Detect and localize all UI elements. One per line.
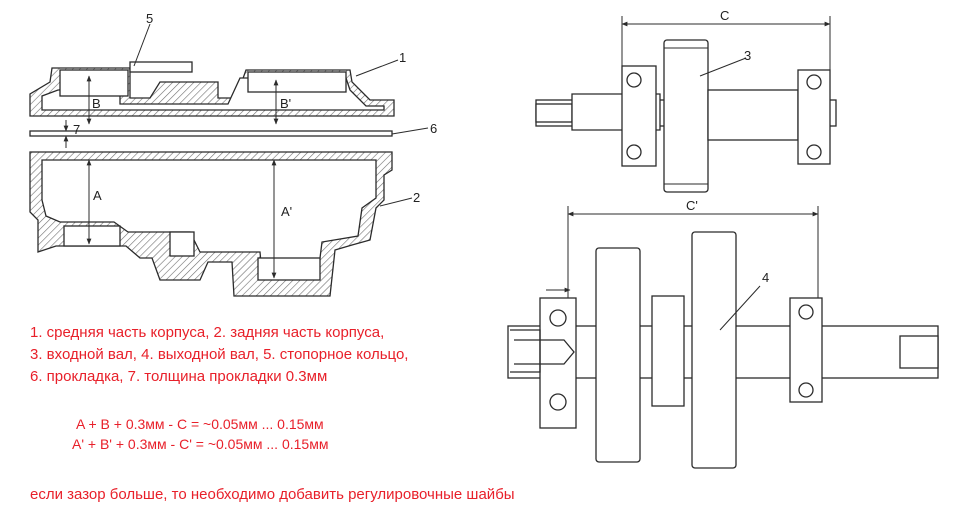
adjustment-note: если зазор больше, то необходимо добавит… xyxy=(30,486,515,503)
formula-1: A + B + 0.3мм - C = ~0.05мм ... 0.15мм xyxy=(76,416,324,432)
dim-label-b: B xyxy=(92,96,101,111)
callout-2: 2 xyxy=(413,190,420,205)
housing-section-drawing xyxy=(29,23,429,297)
output-shaft-drawing xyxy=(507,206,939,469)
formula-2: A' + B' + 0.3мм - C' = ~0.05мм ... 0.15м… xyxy=(72,436,329,452)
sync-hub xyxy=(651,295,685,407)
gear-3 xyxy=(663,39,709,193)
legend-line-2: 3. входной вал, 4. выходной вал, 5. стоп… xyxy=(30,346,409,363)
legend-line-3: 6. прокладка, 7. толщина прокладки 0.3мм xyxy=(30,368,328,385)
callout-7: 7 xyxy=(73,122,80,137)
callout-4: 4 xyxy=(762,270,769,285)
middle-housing-part xyxy=(29,61,395,117)
dim-label-c-prime: C' xyxy=(686,198,698,213)
input-shaft-drawing xyxy=(535,16,837,193)
gasket xyxy=(29,130,393,137)
left-drawing-labels: 5 1 6 2 7 B B' A A' xyxy=(73,11,437,219)
dim-label-a: A xyxy=(93,188,102,203)
dim-label-a-prime: A' xyxy=(281,204,292,219)
callout-6: 6 xyxy=(430,121,437,136)
gear-4b xyxy=(691,231,737,469)
callout-5: 5 xyxy=(146,11,153,26)
rear-housing-part xyxy=(29,151,393,297)
callout-1: 1 xyxy=(399,50,406,65)
callout-3: 3 xyxy=(744,48,751,63)
dim-label-c: C xyxy=(720,8,729,23)
legend-line-1: 1. средняя часть корпуса, 2. задняя част… xyxy=(30,324,385,341)
gear-4a xyxy=(595,247,641,463)
dim-label-b-prime: B' xyxy=(280,96,291,111)
